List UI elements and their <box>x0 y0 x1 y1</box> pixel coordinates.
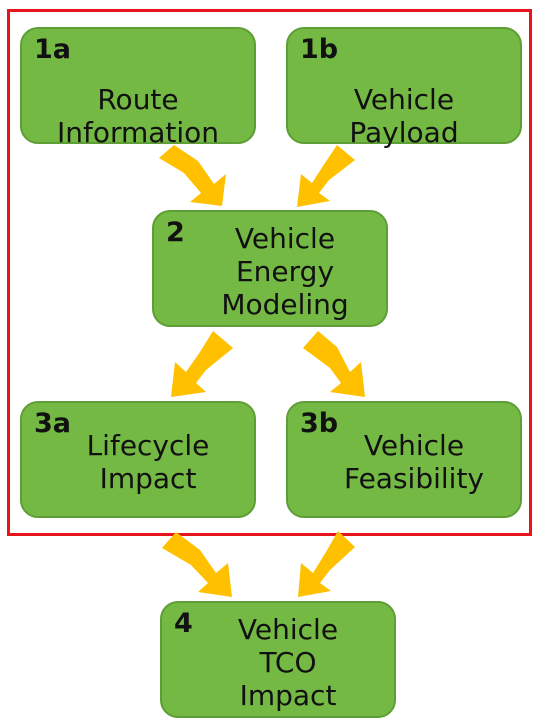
highlight-frame <box>7 9 532 536</box>
node-label: Vehicle Payload <box>349 83 459 149</box>
arrow-3b-to-4 <box>298 531 355 597</box>
node-vehicle-feasibility: 3b Vehicle Feasibility <box>286 401 522 518</box>
node-label: Vehicle Feasibility <box>344 429 484 495</box>
node-label: Lifecycle Impact <box>86 429 210 495</box>
node-number: 1b <box>300 34 339 65</box>
node-vehicle-energy-modeling: 2 Vehicle Energy Modeling <box>152 210 388 327</box>
node-number: 3b <box>300 408 339 439</box>
arrow-3a-to-4 <box>162 532 232 597</box>
node-route-information: 1a Route Information <box>20 27 256 149</box>
node-lifecycle-impact: 3a Lifecycle Impact <box>20 401 256 518</box>
node-number: 3a <box>34 408 72 439</box>
node-number: 4 <box>174 608 193 639</box>
node-number: 2 <box>166 217 185 248</box>
node-label: Route Information <box>56 83 220 149</box>
node-label: Vehicle TCO Impact <box>237 613 339 712</box>
node-number: 1a <box>34 34 72 65</box>
node-label: Vehicle Energy Modeling <box>221 222 349 321</box>
node-vehicle-tco-impact: 4 Vehicle TCO Impact <box>160 601 396 718</box>
node-vehicle-payload: 1b Vehicle Payload <box>286 27 522 149</box>
